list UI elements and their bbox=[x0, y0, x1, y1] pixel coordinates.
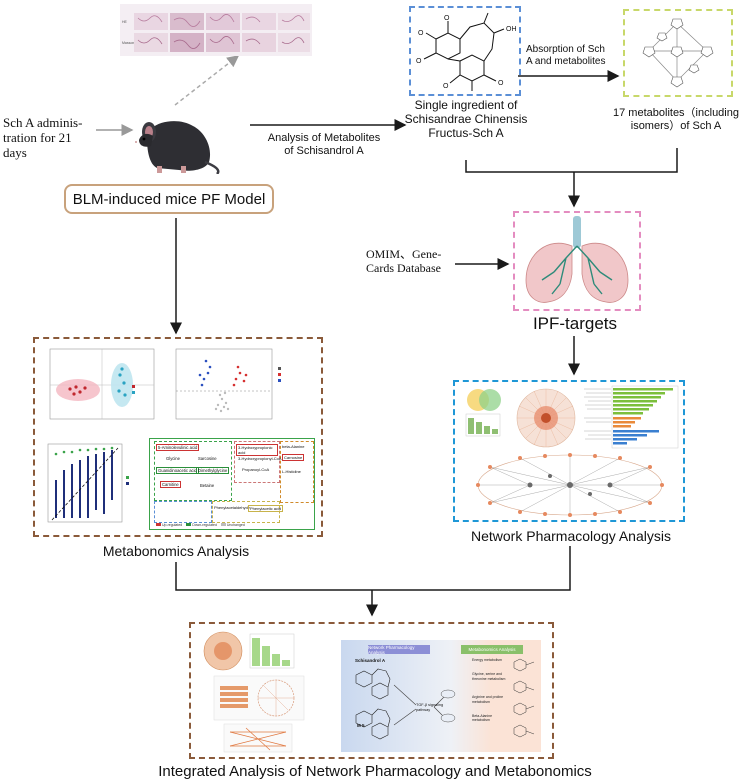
node-propanoyl-coa: Propanoyl-CoA bbox=[242, 467, 270, 472]
model-label: BLM-induced mice PF Model bbox=[72, 190, 266, 208]
svg-text:O: O bbox=[444, 15, 450, 22]
node-sarcosine: Sarcosine bbox=[198, 456, 217, 461]
metabolite-network bbox=[642, 18, 714, 88]
metabonomics-box bbox=[33, 337, 323, 537]
merge-line bbox=[465, 148, 678, 173]
np-header-chip: Network Pharmacology Analysis bbox=[368, 645, 430, 655]
svg-text:OH: OH bbox=[506, 26, 517, 33]
ipf-label: IPF-targets bbox=[532, 314, 618, 333]
node-aminolevulinic: 5-Aminolevulinic acid bbox=[156, 444, 200, 451]
svg-text:O: O bbox=[498, 80, 504, 87]
absorption-text: Absorption of Sch A and metabolites bbox=[526, 44, 606, 67]
node-carnosine: Carnosine bbox=[282, 454, 305, 461]
bottom-merge-line bbox=[175, 546, 571, 591]
single-ingredient-text: Single ingredient of Schisandrae Chinens… bbox=[404, 98, 528, 140]
ma-header-chip: Metabonomics Analysis bbox=[461, 645, 523, 654]
node-guanidinoacetic: Guanidinoacetic acid bbox=[156, 467, 199, 474]
node-glycine: Glycine bbox=[166, 456, 180, 461]
node-betaine: Betaine bbox=[200, 483, 215, 488]
legend-down: Down-regulated bbox=[192, 523, 217, 527]
metabolite-structures bbox=[513, 658, 535, 738]
administration-text: Sch A adminis- tration for 21 days bbox=[3, 115, 83, 160]
legend-up: Up-regulated bbox=[161, 523, 183, 527]
volcano-plot bbox=[175, 348, 281, 420]
histology-arrow bbox=[174, 55, 240, 106]
node-phenylacetaldehyde: Phenylacetaldehyde bbox=[214, 505, 251, 510]
sch-a-structure-box bbox=[409, 6, 521, 96]
node-carnitine: Carnitine bbox=[160, 481, 181, 488]
network-box bbox=[453, 380, 685, 522]
metabolism-list: Energy metabolism Glycine, serine and th… bbox=[472, 658, 510, 723]
svg-text:O: O bbox=[443, 83, 449, 90]
integrated-box bbox=[189, 622, 554, 759]
integrated-caption: Integrated Analysis of Network Pharmacol… bbox=[158, 763, 592, 780]
model-box: BLM-induced mice PF Model bbox=[64, 184, 274, 214]
ppi-network-circle bbox=[516, 388, 576, 448]
metabolism-arginine: Arginine and proline metabolism bbox=[472, 695, 504, 704]
metabolism-energy: Energy metabolism bbox=[472, 658, 502, 662]
phenylalanine-section bbox=[212, 501, 280, 523]
histidine-section bbox=[280, 441, 314, 503]
analysis-metabolites-text: Analysis of Metabolites of Schisandrol A bbox=[267, 132, 381, 157]
databases-text: OMIM、Gene- Cards Database bbox=[366, 247, 442, 275]
node-dimethylglycine: Dimethylglycine bbox=[196, 467, 230, 474]
svg-text:Masson: Masson bbox=[122, 41, 134, 45]
compound-target-network bbox=[476, 453, 664, 517]
node-histidine: L-Histidine bbox=[282, 469, 301, 474]
node-hydroxypropionic: 3-Hydroxypropionic acid bbox=[236, 444, 278, 456]
sch-a-structure: O O O O O OH bbox=[416, 12, 517, 91]
lungs-illustration bbox=[525, 216, 629, 303]
beta-alanine-section bbox=[234, 441, 280, 483]
metabolism-beta-alanine: Beta-Alanine metabolism bbox=[472, 713, 493, 723]
histology-panel: HE Masson bbox=[120, 4, 312, 56]
svg-text:O: O bbox=[416, 58, 422, 65]
opls-permutation-plot bbox=[47, 443, 129, 523]
integrated-left-panels bbox=[203, 631, 305, 753]
pca-plot bbox=[49, 348, 155, 420]
venn-diagram bbox=[465, 389, 501, 437]
metabolites-17-text: 17 metabolites（including isomers）of Sch … bbox=[613, 107, 739, 132]
legend-unchanged: Unchanged bbox=[226, 523, 245, 527]
metabolism-glycine: Glycine, serine and threonine metabolism bbox=[472, 672, 506, 681]
tgf-label: TGF-β signaling pathway bbox=[416, 703, 444, 712]
node-phenylacetic: Phenylacetic acid bbox=[248, 505, 284, 512]
arginine-section bbox=[154, 501, 212, 523]
network-caption: Network Pharmacology Analysis bbox=[471, 528, 671, 544]
pathway-legend: Up-regulated Down-regulated Unchanged bbox=[156, 523, 245, 527]
pathway-diagram: 5-Aminolevulinic acid Glycine Sarcosine … bbox=[149, 438, 315, 530]
go-enrichment-bars bbox=[584, 385, 679, 449]
node-beta-alanine: beta-Alanine bbox=[282, 444, 305, 449]
mouse-illustration bbox=[135, 121, 220, 174]
glycine-section bbox=[154, 441, 232, 501]
svg-text:HE: HE bbox=[122, 20, 128, 24]
schisandrol-label: Schisandrol A bbox=[355, 658, 386, 663]
metabonomics-caption: Metabonomics Analysis bbox=[102, 543, 250, 559]
svg-text:O: O bbox=[418, 30, 424, 37]
m5-label: M 5 bbox=[357, 723, 365, 728]
ipf-box bbox=[513, 211, 641, 311]
integration-structures bbox=[355, 668, 456, 740]
node-hydroxypropionyl-coa: 3-Hydroxypropionyl-CoA bbox=[238, 456, 282, 461]
metabolites-box bbox=[623, 9, 733, 97]
